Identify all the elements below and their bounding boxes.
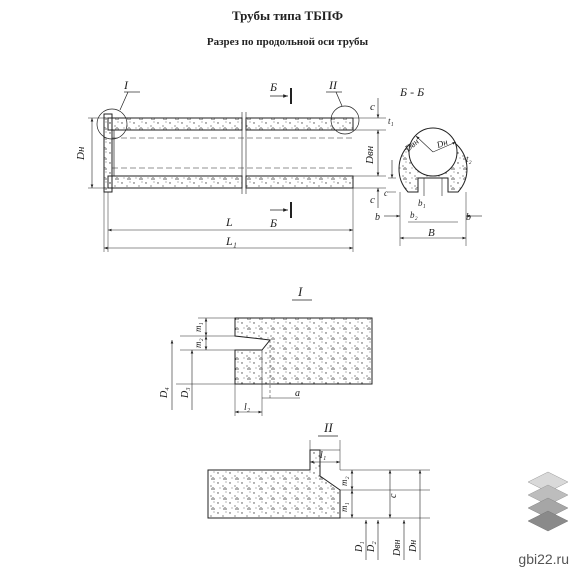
detail-2-dim-c: c [388,493,399,498]
section-dim-b2: b₂ [410,210,418,220]
section-dim-b-left: b [375,212,380,223]
detail-2-dim-d1: D₁ [354,541,365,553]
detail-1-dim-d3: D₃ [180,387,191,399]
detail-2-dim-dn: Dн [408,540,419,553]
section-dim-b1: b₁ [418,198,426,208]
detail-2-dim-m1: m₁ [339,502,349,512]
detail-2-title: II [323,420,333,435]
detail-1-dim-d4: D₄ [159,387,170,399]
pipe-cross-section [384,127,482,246]
drawing-subtitle: Разрез по продольной оси трубы [206,36,369,48]
detail-1-dim-a: a [295,388,300,399]
section-dim-t2: t₂ [466,154,472,164]
section-dim-b-right: b [466,212,471,223]
detail-mark-2: II [328,78,338,92]
dim-c-top: c [370,101,375,113]
detail-2-dim-l1: l₁ [320,450,326,461]
detail-2-dim-dvn: Dвн [392,539,403,557]
detail-1-drawing [170,317,373,416]
detail-1-dim-m1: m₁ [193,322,203,332]
section-mark-bottom: Б [269,216,277,230]
detail-2-dim-d2: D₂ [366,541,377,553]
detail-2-drawing [207,440,430,560]
detail-mark-1: I [123,78,129,92]
drawing-title: Трубы типа ТБПФ [231,8,344,23]
site-watermark: gbi22.ru [518,551,569,567]
dim-c-bottom: c [370,194,375,206]
detail-2-dim-m2: m₂ [339,476,349,486]
section-dim-c: c [384,188,388,198]
section-dim-t1: t₁ [388,116,394,126]
section-dim-dn: Dн [434,137,449,151]
dim-dn-main: Dн [75,146,87,161]
section-dim-width-b: B [428,227,435,239]
section-mark-top: Б [269,80,277,94]
site-logo-icon [527,471,569,532]
pipe-longitudinal-view [88,88,386,252]
section-title: Б - Б [399,85,424,99]
dim-length-l1: L₁ [225,234,237,248]
dim-dvn-main: Dвн [364,145,376,165]
detail-1-title: I [297,284,303,299]
dim-length-l: L [225,215,233,229]
detail-1-dim-l2: l₂ [244,402,251,413]
detail-1-dim-m2: m₂ [193,338,203,348]
